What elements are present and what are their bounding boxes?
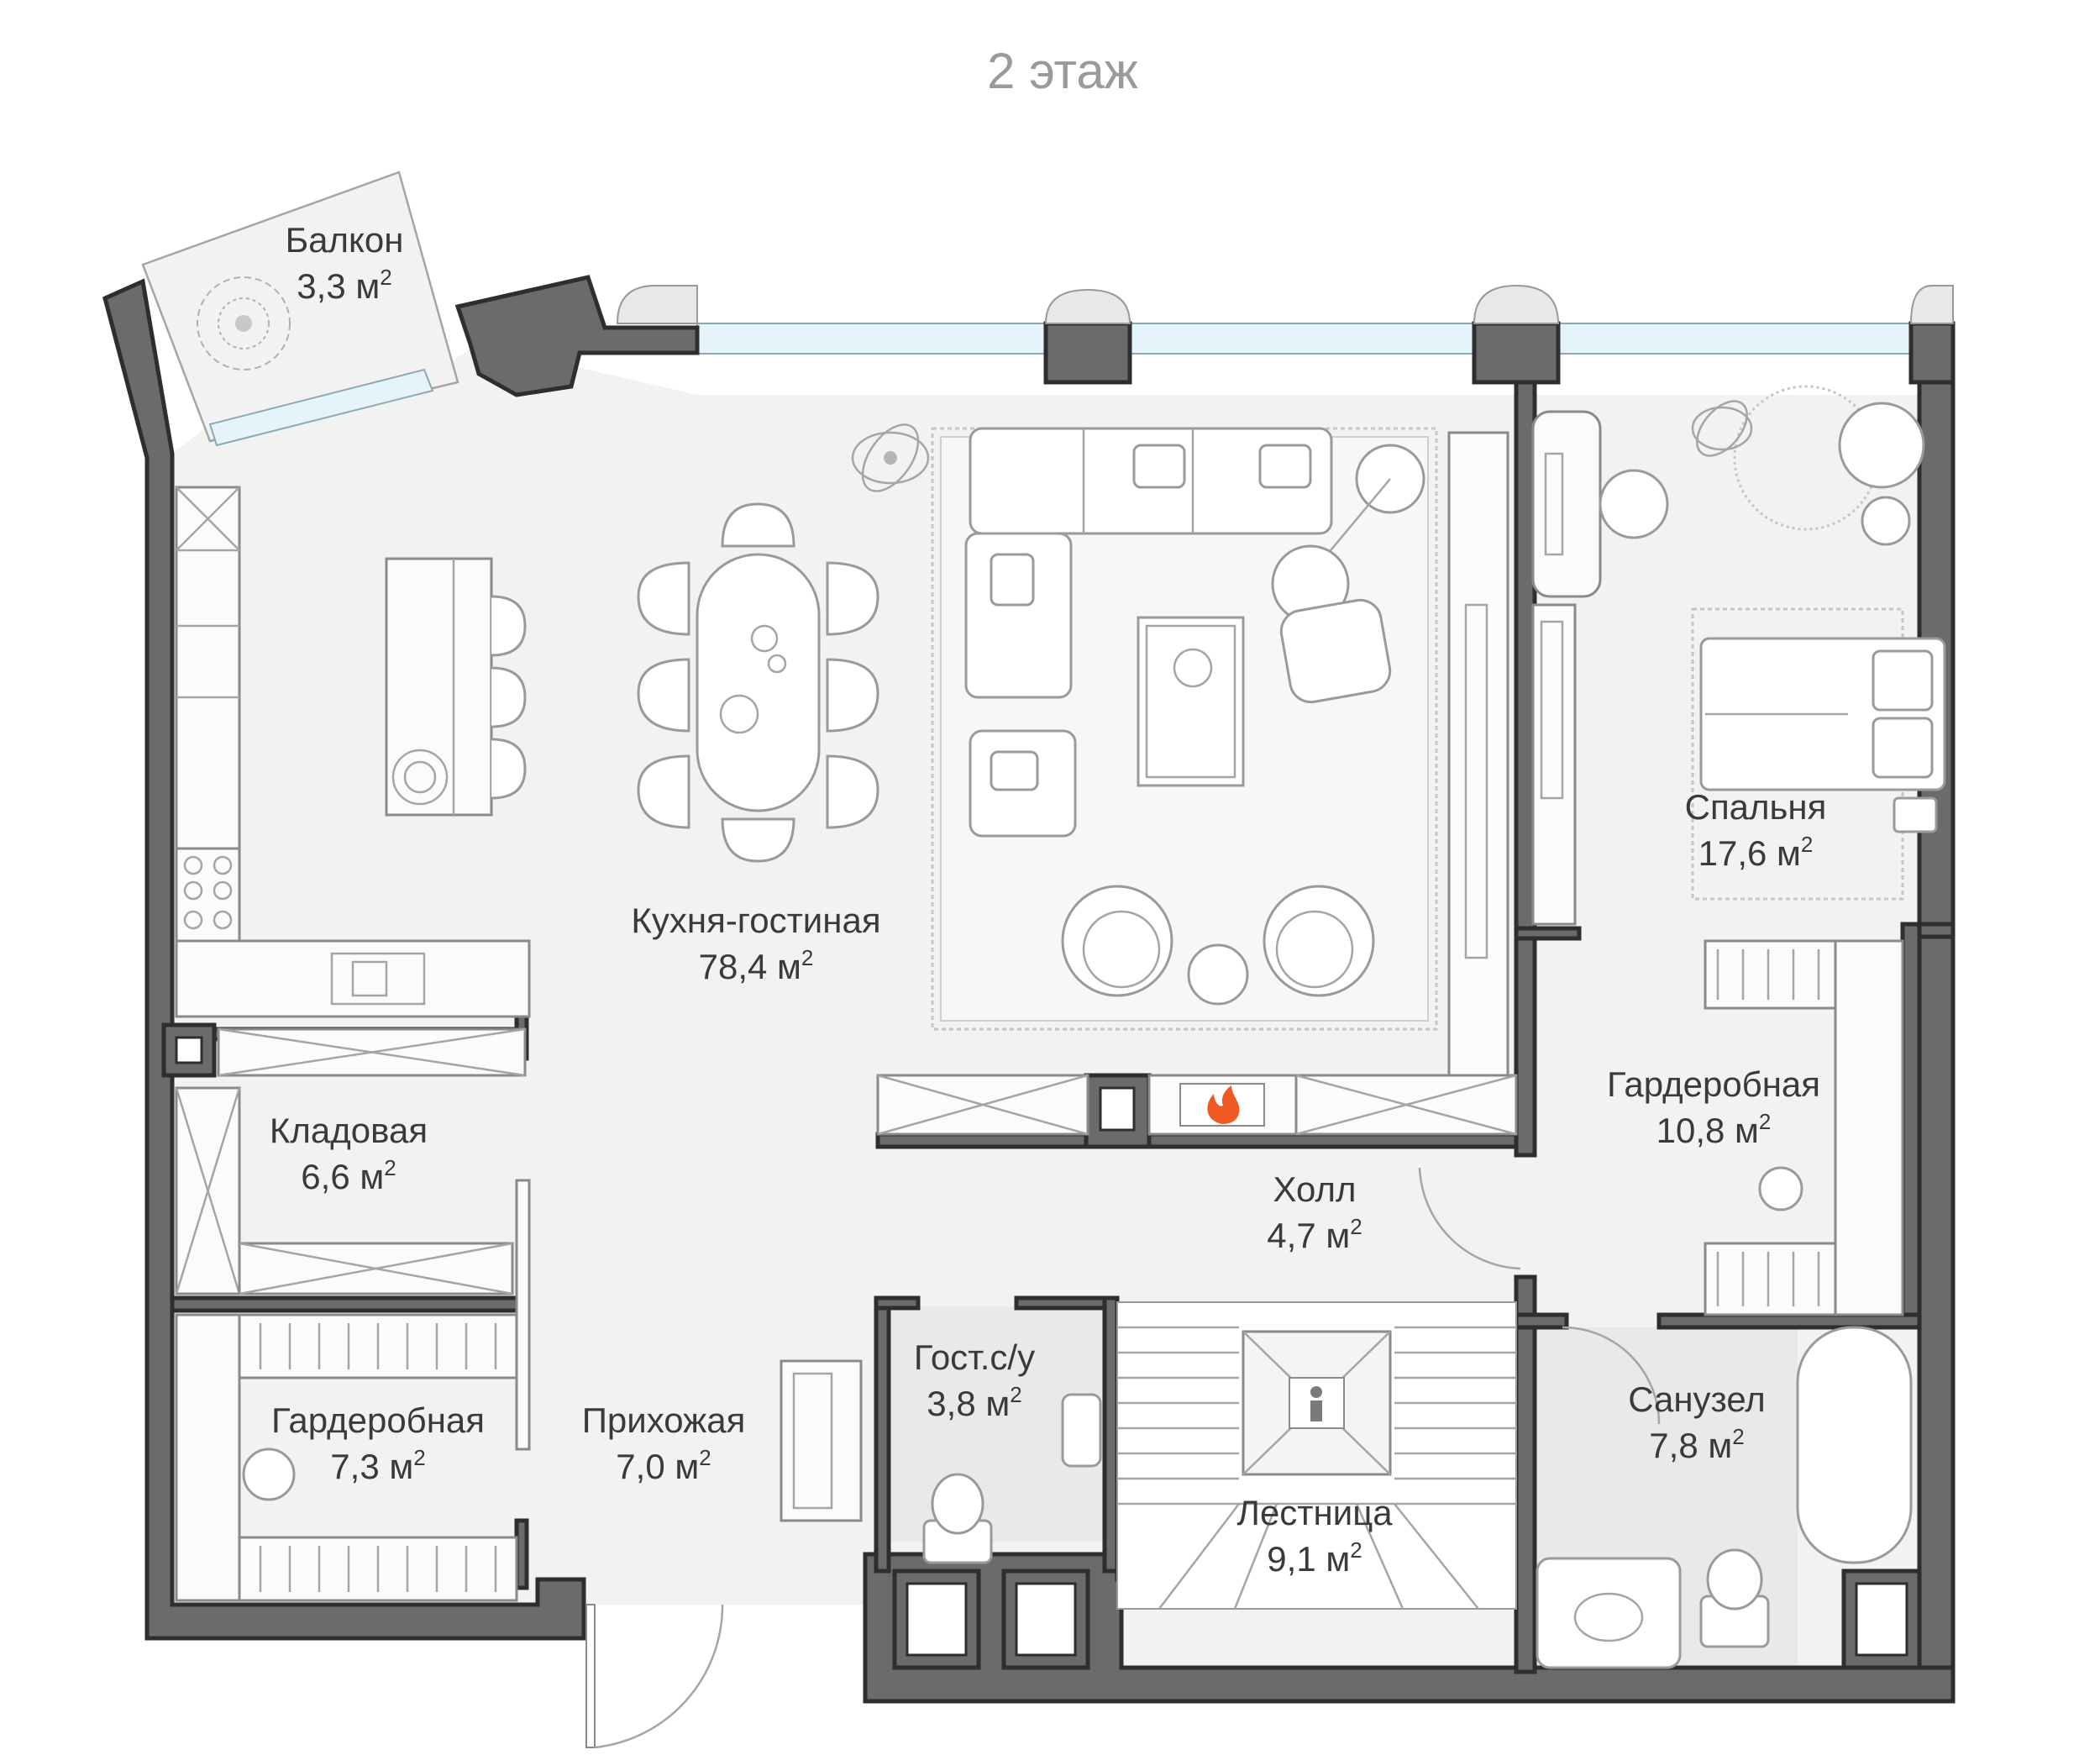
plant-icon: [851, 423, 930, 492]
room-name-wardrobe-left: Гардеробная: [271, 1400, 485, 1440]
fireplace-icon: [1179, 1083, 1265, 1127]
room-area-wardrobe-right: 10,8 м2: [1656, 1109, 1772, 1150]
elevator-icon: [1242, 1330, 1392, 1476]
room-area-hall: 4,7 м2: [1267, 1214, 1362, 1255]
room-name-guest-wc: Гост.с/у: [914, 1337, 1035, 1377]
room-name-kitchen-living: Кухня-гостиная: [631, 901, 880, 940]
room-name-bathroom: Санузел: [1628, 1379, 1766, 1419]
room-area-guest-wc: 3,8 м2: [927, 1382, 1021, 1423]
room-name-balcony: Балкон: [286, 220, 404, 260]
room-area-bathroom: 7,8 м2: [1649, 1424, 1744, 1465]
room-name-bedroom: Спальня: [1685, 787, 1827, 827]
room-area-entrance: 7,0 м2: [616, 1445, 711, 1486]
room-area-bedroom: 17,6 м2: [1698, 832, 1814, 873]
room-name-entrance: Прихожая: [582, 1400, 746, 1440]
plant-icon: [1691, 400, 1753, 457]
room-name-wardrobe-right: Гардеробная: [1607, 1064, 1820, 1104]
room-name-pantry: Кладовая: [270, 1111, 428, 1150]
fixtures: [175, 385, 1946, 1749]
balcony: [141, 171, 459, 447]
room-name-hall: Холл: [1273, 1169, 1357, 1209]
room-area-pantry: 6,6 м2: [301, 1155, 396, 1196]
plant-icon: [197, 276, 291, 370]
room-name-staircase: Лестница: [1236, 1493, 1393, 1532]
room-area-wardrobe-left: 7,3 м2: [330, 1445, 425, 1486]
room-area-kitchen-living: 78,4 м2: [699, 945, 814, 986]
room-labels: Балкон 3,3 м2 Кухня-гостиная 78,4 м2 Спальня…: [270, 220, 1826, 1579]
floor-title: 2 этаж: [987, 43, 1138, 99]
room-area-staircase: 9,1 м2: [1267, 1537, 1362, 1579]
windows: [549, 323, 1912, 355]
room-area-balcony: 3,3 м2: [297, 265, 391, 306]
